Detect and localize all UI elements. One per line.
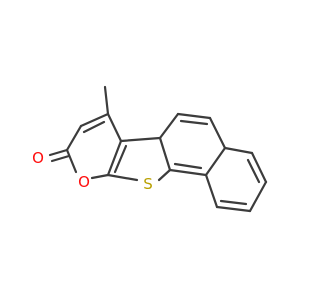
bond-c7-c8 [250,151,268,184]
bond-c9b-c9a [158,136,172,172]
bond-c2-o-carbonyl [48,148,69,157]
bond-c9a-c5 [158,112,180,140]
bond-c4-c3 [79,112,110,128]
bond-c5-c6-inner [179,119,209,126]
bond-c7-c8-inner [246,158,261,184]
bond-c7a-c4a-inner [113,144,128,174]
bond-c6a-c7 [223,146,254,155]
bond-c5-c6 [176,112,212,120]
bond-c9-c10-inner [219,199,248,206]
methyl-bond [103,85,110,116]
bond-c9a-c4a [119,136,162,143]
ring-oxygen-label: O [78,173,90,191]
structure-canvas: O O S [32,85,268,213]
bond-c2-o-carbonyl-2 [50,154,71,163]
bond-c2-o1 [65,148,78,174]
bond-s-c9b [157,168,172,182]
bond-c10-c10a [204,173,219,209]
bond-c4-c4a [106,112,123,143]
bond-c9-c10 [215,205,252,213]
bond-c3-c2 [65,124,83,152]
bond-c10a-c9b-inner [173,162,203,170]
bond-c4-c3-inner [82,120,106,134]
bond-layer [48,85,268,213]
bond-c7a-s [106,173,139,182]
bond-o1-c7a [90,173,110,180]
bond-c7a-c4a [106,139,123,177]
atom-label-layer: O O S [32,149,153,193]
bond-c10a-c9b [168,168,208,177]
carbonyl-oxygen-label: O [32,149,44,167]
molecule-drawing: O O S [32,85,268,213]
bond-c6-c6a [208,116,227,150]
sulfur-label: S [143,175,153,193]
bond-c6a-c10a [204,146,227,177]
bond-c8-c9 [248,180,268,213]
